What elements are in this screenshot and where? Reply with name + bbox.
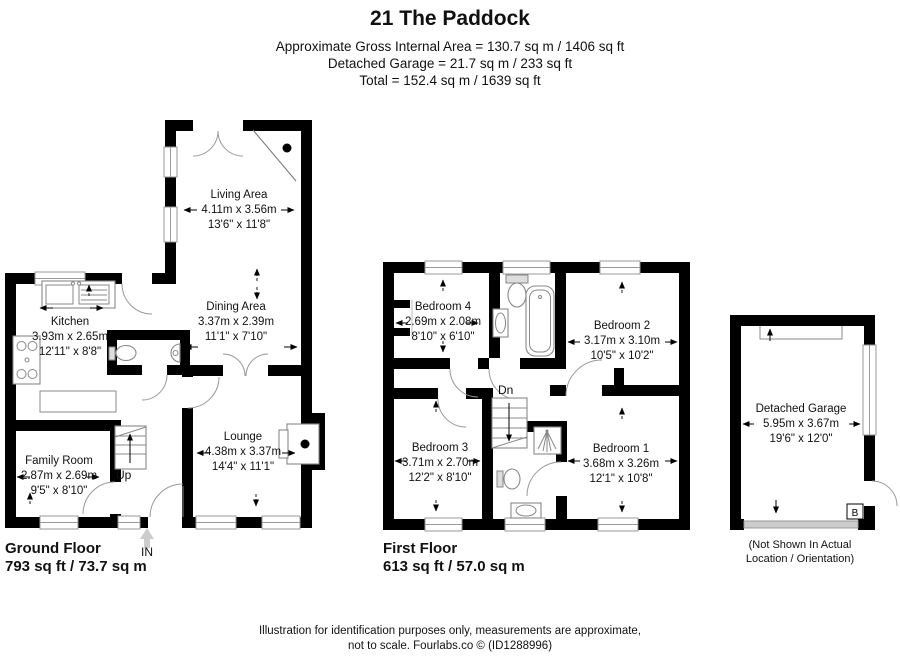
garage-note: (Not Shown In Actual Location / Orientat… <box>745 539 855 565</box>
room-label-bedroom2: Bedroom 2 3.17m x 3.10m 10'5" x 10'2" <box>583 320 661 362</box>
bedroom2-door-arc <box>565 359 603 397</box>
stairs-up <box>114 425 147 470</box>
bedroom3-door-arc <box>437 398 467 428</box>
stairs-down <box>491 397 528 449</box>
family-door-arc <box>82 481 116 515</box>
room-label-garage: Detached Garage 5.95m x 3.67m 19'6" x 12… <box>755 403 847 445</box>
header-area-line: Approximate Gross Internal Area = 130.7 … <box>275 39 625 54</box>
bathtub <box>525 285 555 357</box>
ground-floor-plan <box>5 120 325 548</box>
window <box>597 517 639 532</box>
window <box>502 260 551 275</box>
entrance-arrow-icon <box>140 528 154 548</box>
stairs-down-label: Dn <box>498 383 514 397</box>
header: 21 The Paddock Approximate Gross Interna… <box>0 7 900 89</box>
french-doors-dining-lounge <box>222 353 269 377</box>
light-point <box>282 143 292 153</box>
window <box>424 260 463 275</box>
bathroom-sink <box>492 308 509 338</box>
room-label-kitchen: Kitchen 3.93m x 2.65m 12'11" x 8'8" <box>31 316 109 358</box>
window <box>163 146 178 178</box>
bathroom-toilet <box>505 274 529 308</box>
ensuite-sink <box>510 502 542 519</box>
window <box>504 517 546 532</box>
window <box>163 206 178 243</box>
garage-door <box>743 520 859 529</box>
page-title: 21 The Paddock <box>370 7 530 30</box>
room-label-bedroom1: Bedroom 1 3.68m x 3.26m 12'1" x 10'8" <box>582 443 660 485</box>
bedroom4-door-arc <box>449 368 479 398</box>
first-floor-plan <box>383 260 690 532</box>
entrance-label: IN <box>141 545 153 559</box>
wc-door-arc <box>141 374 168 401</box>
wc-basin <box>170 343 181 363</box>
window <box>195 515 237 530</box>
fireplace <box>278 423 320 465</box>
room-label-bedroom3: Bedroom 3 3.71m x 2.70m 12'2" x 8'10" <box>401 442 479 484</box>
ground-floor-caption: Ground Floor 793 sq ft / 73.7 sq m <box>5 540 147 575</box>
window <box>862 344 877 436</box>
window <box>261 515 301 530</box>
front-door <box>149 483 184 518</box>
stairs-up-label: Up <box>116 468 132 482</box>
room-label-bedroom4: Bedroom 4 2.69m x 2.08m 8'10" x 6'10" <box>404 301 482 343</box>
lounge-door-arc <box>187 376 220 409</box>
garage-plan: B <box>730 315 898 530</box>
garage-door-track <box>759 326 843 340</box>
boiler-label: B <box>852 508 859 519</box>
french-doors-living <box>192 130 244 157</box>
kitchen-counter <box>39 390 117 413</box>
header-total-line: Total = 152.4 sq m / 1639 sq ft <box>359 73 541 88</box>
ceiling-line <box>252 129 297 182</box>
rear-door-arc <box>121 283 153 315</box>
window <box>39 515 79 530</box>
room-label-lounge: Lounge 4.38m x 3.37m 14'4" x 11'1" <box>204 431 282 473</box>
footer-disclaimer: Illustration for identification purposes… <box>258 625 642 652</box>
room-label-dining: Dining Area 3.37m x 2.39m 11'1" x 7'10" <box>197 301 275 343</box>
window <box>424 517 463 532</box>
window <box>117 515 141 530</box>
hob <box>12 335 41 385</box>
header-garage-line: Detached Garage = 21.7 sq m / 233 sq ft <box>327 56 573 71</box>
wc-toilet <box>108 344 137 362</box>
kitchen-sink <box>41 280 116 309</box>
shower <box>533 426 562 455</box>
bedroom1-door-arc <box>526 461 562 497</box>
room-label-living: Living Area 4.11m x 3.56m 13'6" x 11'8" <box>201 189 277 231</box>
room-label-family: Family Room 2.87m x 2.69m 9'5" x 8'10" <box>20 455 98 497</box>
boiler-box: B <box>846 503 864 520</box>
ensuite-toilet <box>496 468 521 490</box>
first-floor-caption: First Floor 613 sq ft / 57.0 sq m <box>383 540 525 575</box>
window <box>599 260 641 275</box>
garage-side-door-arc <box>871 480 898 507</box>
